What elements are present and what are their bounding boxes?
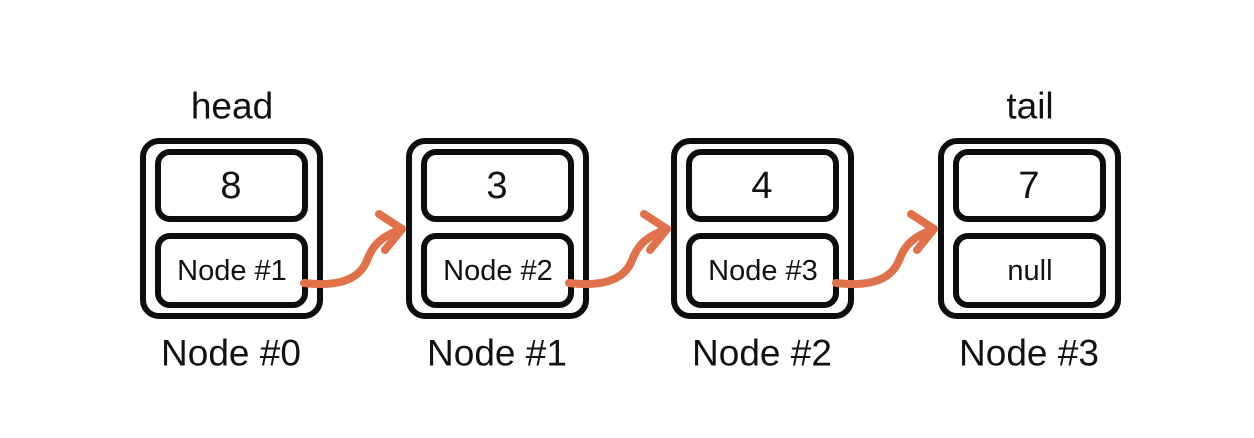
arrow-1-to-2-head <box>640 210 671 254</box>
node-3-next: null <box>1007 255 1052 287</box>
node-3-caption: Node #3 <box>959 333 1099 374</box>
head-label: head <box>191 86 273 127</box>
arrow-0-to-1 <box>300 210 406 289</box>
arrow-1-to-2 <box>565 210 671 289</box>
node-1-caption: Node #1 <box>427 333 567 374</box>
arrow-0-to-1-line <box>300 225 406 289</box>
node-1: 3 Node #2 Node #1 <box>406 138 589 374</box>
node-0-next: Node #1 <box>177 255 287 287</box>
node-3-next-cell <box>953 233 1106 308</box>
arrow-2-to-3-head <box>907 210 938 254</box>
node-1-value: 3 <box>486 165 507 207</box>
node-3-value: 7 <box>1018 165 1039 207</box>
node-0-caption: Node #0 <box>161 333 301 374</box>
node-2-next: Node #3 <box>708 255 818 287</box>
node-1-value-cell <box>421 149 574 222</box>
tail-label: tail <box>1006 86 1053 127</box>
node-1-next-cell <box>421 233 574 308</box>
node-0-next-cell <box>155 233 308 308</box>
node-0-value: 8 <box>220 165 241 207</box>
node-2-caption: Node #2 <box>692 333 832 374</box>
node-2: 4 Node #3 Node #2 <box>671 138 854 374</box>
node-2-value: 4 <box>751 165 772 207</box>
arrow-1-to-2-line <box>565 225 671 289</box>
node-3: tail 7 null Node #3 <box>938 86 1121 374</box>
node-3-value-cell <box>953 149 1106 222</box>
arrow-0-to-1-head <box>375 210 406 254</box>
node-1-next: Node #2 <box>443 255 553 287</box>
arrow-2-to-3 <box>832 210 938 289</box>
node-0-value-cell <box>155 149 308 222</box>
node-2-value-cell <box>686 149 839 222</box>
node-2-next-cell <box>686 233 839 308</box>
node-0: head 8 Node #1 Node #0 <box>140 86 323 374</box>
arrow-2-to-3-line <box>832 225 938 289</box>
